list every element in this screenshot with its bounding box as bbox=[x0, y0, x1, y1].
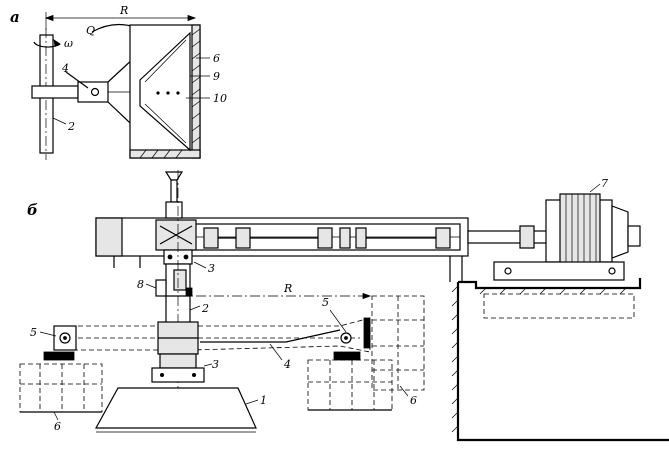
upper-gearbox bbox=[155, 219, 197, 265]
label-9: 9 bbox=[213, 70, 220, 83]
label-4-a: 4 bbox=[61, 62, 69, 75]
motor-foundation bbox=[458, 278, 642, 290]
label-omega: ω bbox=[64, 37, 73, 50]
label-5-left: 5 bbox=[30, 326, 37, 339]
label-6-a: 6 bbox=[213, 52, 220, 65]
shaft-coupling-1 bbox=[203, 227, 219, 249]
label-3-top: 3 bbox=[208, 262, 215, 275]
mold-cradle-left bbox=[19, 351, 103, 413]
panel-b-label: б bbox=[27, 201, 38, 219]
panel-a-label: а bbox=[10, 8, 20, 26]
shaft-coupling-3 bbox=[435, 227, 451, 249]
label-6-right: 6 bbox=[410, 394, 417, 407]
label-10: 10 bbox=[213, 92, 227, 105]
shaft-collar-a bbox=[31, 85, 79, 99]
label-2-b: 2 bbox=[201, 302, 209, 315]
label-R-b: R bbox=[283, 282, 292, 295]
drive-motor bbox=[493, 193, 641, 281]
shaft-coupling-2 bbox=[317, 227, 333, 249]
mold-cradle-right bbox=[307, 295, 425, 411]
label-5-right: 5 bbox=[322, 296, 329, 309]
base-foundation bbox=[94, 387, 257, 429]
label-7: 7 bbox=[601, 177, 608, 190]
label-8: 8 bbox=[137, 278, 144, 291]
feed-nozzle bbox=[164, 171, 184, 219]
rotor-arm-right bbox=[189, 317, 371, 353]
label-3-bottom: 3 bbox=[212, 358, 219, 371]
rotor-arm-left bbox=[53, 325, 167, 351]
label-1: 1 bbox=[260, 394, 267, 407]
label-4-b: 4 bbox=[283, 358, 291, 371]
label-Q: Q bbox=[86, 24, 95, 37]
panel-b-assembly: б bbox=[19, 170, 669, 442]
lower-bearing bbox=[151, 353, 205, 383]
mold-load bbox=[139, 31, 191, 152]
label-6-left: 6 bbox=[54, 420, 61, 433]
panel-a-schematic: а ω R Q 4 bbox=[10, 4, 227, 160]
label-R-a: R bbox=[119, 4, 128, 17]
label-2-a: 2 bbox=[67, 120, 75, 133]
